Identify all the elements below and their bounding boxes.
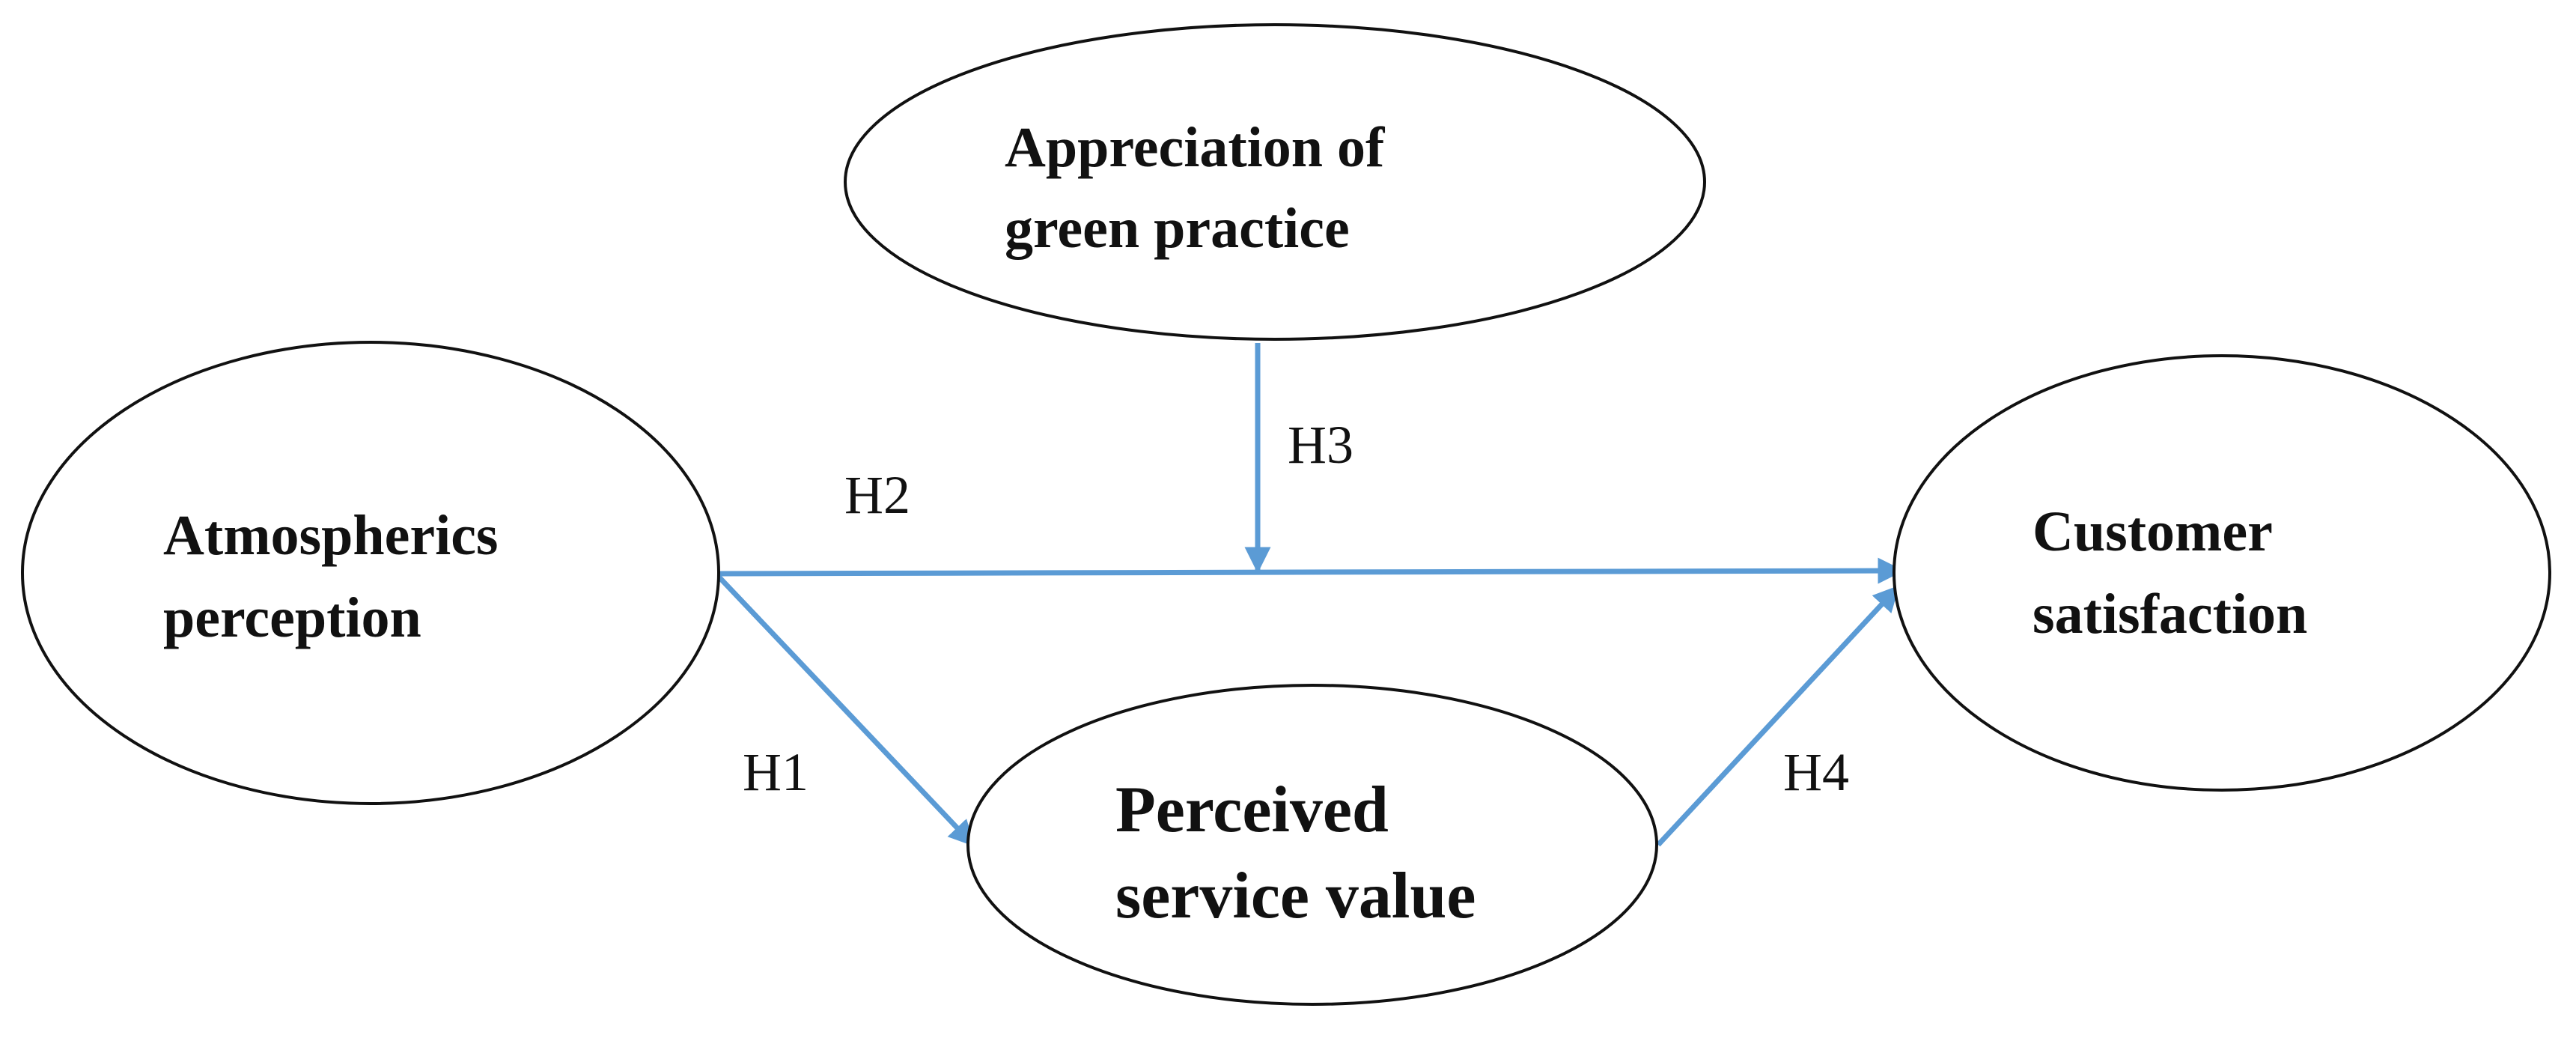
edge-h1-atmospherics-to-perceived	[716, 574, 975, 847]
node-label-line1: Atmospherics	[163, 504, 499, 567]
edge-label-h2: H2	[844, 465, 910, 525]
node-ellipse	[21, 341, 720, 805]
node-label-line2: satisfaction	[2033, 583, 2307, 646]
edge-label-h4: H4	[1783, 742, 1849, 802]
node-ellipse	[966, 684, 1658, 1006]
node-appreciation-of-green-practice: Appreciation of green practice	[844, 23, 1706, 341]
edges	[716, 343, 1904, 847]
node-perceived-service-value: Perceived service value	[966, 684, 1658, 1006]
node-label-line2: service value	[1115, 860, 1476, 932]
node-label-line1: Perceived	[1115, 774, 1389, 846]
node-label-line2: perception	[163, 586, 421, 649]
node-label-line2: green practice	[1005, 197, 1350, 260]
node-ellipse	[844, 23, 1706, 341]
node-atmospherics-perception: Atmospherics perception	[21, 341, 720, 805]
edge-h4-perceived-to-satisfaction	[1656, 585, 1900, 847]
edge-h2-atmospherics-to-satisfaction	[718, 557, 1904, 584]
node-ellipse	[1893, 354, 2551, 792]
edge-label-h1: H1	[743, 742, 809, 802]
node-customer-satisfaction: Customer satisfaction	[1893, 354, 2551, 792]
node-label-line1: Customer	[2033, 500, 2273, 563]
edge-label-h3: H3	[1288, 415, 1354, 475]
node-label-line1: Appreciation of	[1005, 116, 1386, 179]
edge-labels: H2 H3 H1 H4	[743, 415, 1849, 802]
